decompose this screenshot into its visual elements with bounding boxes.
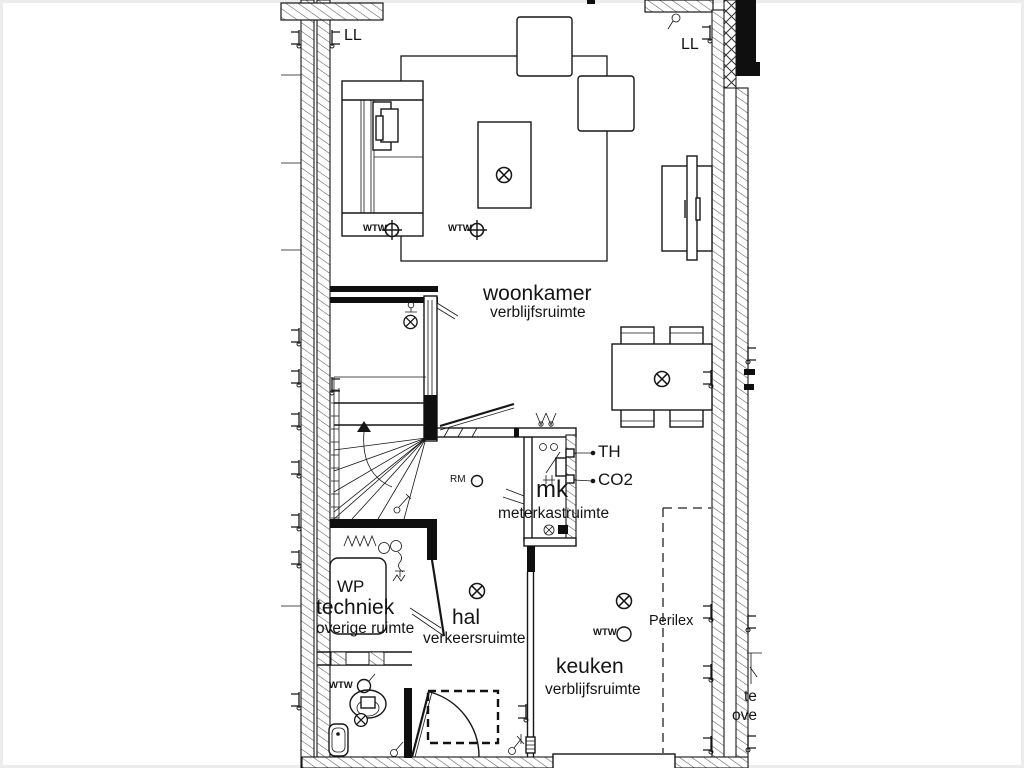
- label-co2: CO2: [598, 470, 633, 489]
- room-label-techniek: techniek: [316, 596, 395, 619]
- room-label-meterkast: mk: [536, 476, 568, 503]
- room-label-woonkamer: woonkamer: [483, 282, 592, 305]
- ceiling-light-stair-icon: [403, 314, 418, 330]
- meterkast-fixtures: [535, 412, 596, 536]
- smoke-detector-icon: [470, 474, 484, 488]
- label-wp: WP: [337, 577, 365, 596]
- keuken-passage-glyph: [508, 734, 525, 755]
- label-wtw-keuken: WTW: [593, 627, 617, 638]
- coffee-table: [477, 121, 532, 209]
- room-sublabel-hal: verkeersruimte: [423, 630, 526, 647]
- room-sublabel-techniek: overige ruimte: [316, 620, 415, 637]
- armchair-right: [577, 75, 635, 132]
- room-label-hal: hal: [452, 606, 481, 629]
- room-sublabel-woonkamer: verblijfsruimte: [490, 304, 586, 321]
- ceiling-light-keuken-icon: [615, 592, 633, 610]
- label-wtw-toilet: WTW: [329, 680, 353, 691]
- room-label-buurunit: te: [744, 688, 757, 705]
- ceiling-light-woonkamer-icon: [495, 166, 513, 184]
- ceiling-light-hal-icon: [468, 582, 486, 600]
- room-label-keuken: keuken: [556, 655, 624, 678]
- ventilation-extract-toilet-icon: [356, 673, 376, 694]
- heat-pump-unit: [329, 557, 387, 635]
- label-perilex: Perilex: [649, 613, 694, 629]
- tv-cabinet: [661, 155, 713, 261]
- room-sublabel-buurunit: ove: [732, 707, 757, 724]
- exterior-walls: [280, 0, 762, 768]
- room-sublabel-keuken: verblijfsruimte: [545, 681, 641, 698]
- kitchen-dashed-outline: [662, 507, 711, 753]
- co2-sensor-icon: [565, 474, 596, 484]
- kitchen-counter: [552, 753, 676, 768]
- entry-door: [410, 690, 480, 758]
- hal-dashed-zone: [426, 689, 500, 745]
- label-ll-right: LL: [681, 36, 699, 53]
- washbasin: [328, 723, 349, 757]
- toilet-fixtures: [328, 689, 404, 757]
- ventilation-extract-icon: [616, 626, 632, 642]
- label-wtw-woonkamer: WTW: [448, 223, 472, 234]
- interior-walls: [317, 286, 577, 758]
- label-th: TH: [598, 442, 621, 461]
- dining-set: [611, 326, 713, 428]
- ceiling-light-toilet-icon: [353, 712, 369, 728]
- techniek-fixtures: [329, 534, 406, 635]
- room-sublabel-meterkast: meterkastruimte: [498, 505, 610, 522]
- perilex-socket-icon: [702, 603, 714, 623]
- thermostat-icon: [565, 448, 596, 458]
- staircase: [331, 301, 427, 520]
- armchair-top: [516, 16, 573, 77]
- label-rm: RM: [450, 474, 466, 485]
- label-ll-left: LL: [344, 27, 362, 44]
- electrical-sockets: [290, 13, 757, 755]
- ceiling-light-eettafel-icon: [653, 370, 671, 388]
- sofa: [341, 80, 424, 237]
- label-wtw-sofa: WTW: [363, 223, 387, 234]
